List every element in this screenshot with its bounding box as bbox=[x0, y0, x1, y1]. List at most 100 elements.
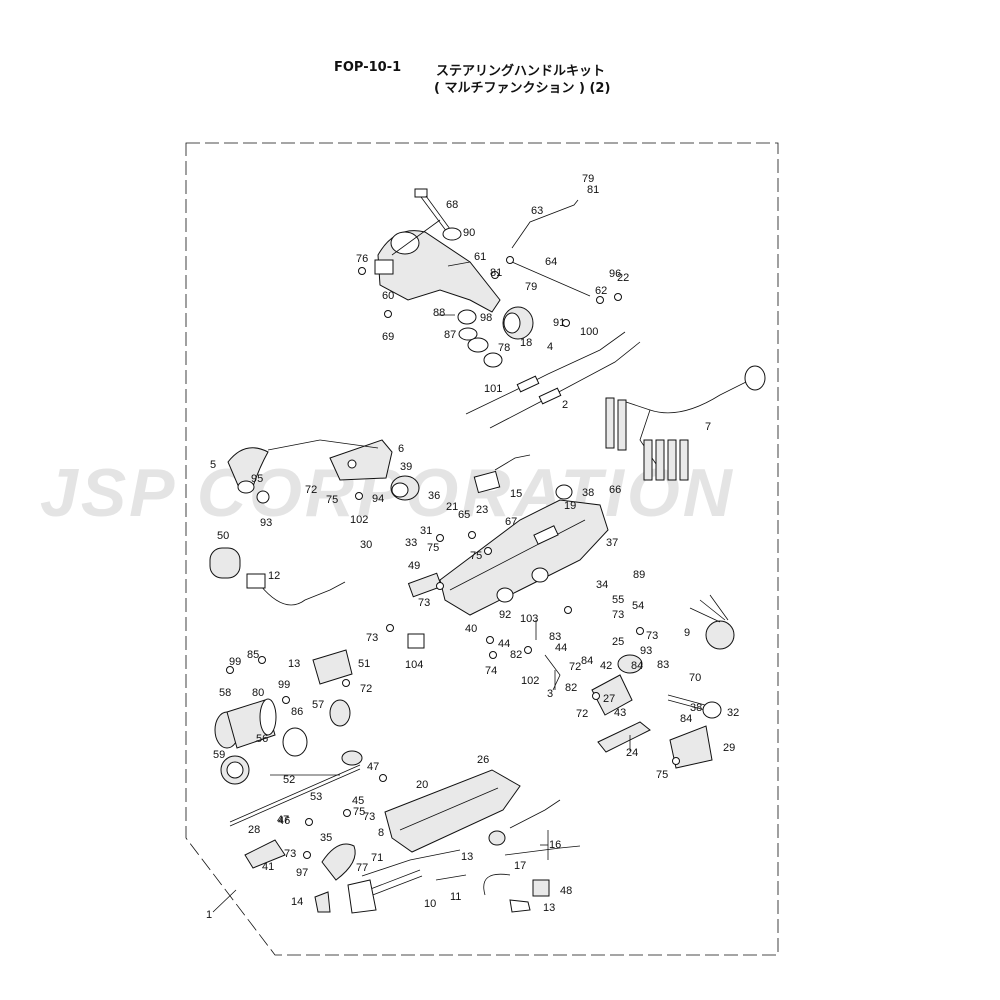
part-number-label: 47 bbox=[367, 761, 379, 773]
page-header: FOP-10-1 ステアリングハンドルキット ( マルチファンクション ) (2… bbox=[0, 58, 1000, 98]
part-number-label: 89 bbox=[633, 569, 645, 581]
fastener-mark bbox=[468, 531, 476, 539]
handle-grip-19 bbox=[502, 306, 534, 340]
part-number-label: 62 bbox=[595, 285, 607, 297]
part-number-label: 70 bbox=[689, 672, 701, 684]
part-number-label: 81 bbox=[490, 267, 502, 279]
cable-4 bbox=[465, 331, 626, 415]
part-number-label: 79 bbox=[525, 281, 537, 293]
boot-97 bbox=[321, 843, 356, 881]
part-number-label: 28 bbox=[248, 824, 260, 836]
part-number-label: 37 bbox=[606, 537, 618, 549]
part-number-label: 97 bbox=[296, 867, 308, 879]
assembly-outline bbox=[185, 142, 779, 956]
part-number-label: 67 bbox=[505, 516, 517, 528]
part-number-label: 73 bbox=[363, 811, 375, 823]
frame-bracket bbox=[347, 879, 377, 914]
switch-40 bbox=[390, 475, 420, 501]
grip-56 bbox=[282, 727, 308, 757]
washer-87 bbox=[458, 327, 478, 341]
plate-49 bbox=[407, 572, 443, 598]
part-number-label: 76 bbox=[356, 253, 368, 265]
fastener-mark bbox=[636, 627, 644, 635]
part-number-label: 38 bbox=[582, 487, 594, 499]
part-number-label: 84 bbox=[631, 660, 643, 672]
part-number-label: 100 bbox=[580, 326, 598, 338]
part-number-label: 64 bbox=[545, 256, 557, 268]
harness-7 bbox=[605, 365, 766, 481]
part-number-label: 42 bbox=[600, 660, 612, 672]
part-number-label: 84 bbox=[581, 655, 593, 667]
part-number-label: 51 bbox=[358, 658, 370, 670]
fastener-mark bbox=[592, 692, 600, 700]
part-number-label: 44 bbox=[498, 638, 510, 650]
part-number-label: 54 bbox=[632, 600, 644, 612]
part-number-label: 11 bbox=[450, 891, 461, 903]
part-number-label: 4 bbox=[547, 341, 553, 353]
part-number-label: 90 bbox=[463, 227, 475, 239]
part-number-label: 95 bbox=[251, 473, 263, 485]
part-number-label: 58 bbox=[219, 687, 231, 699]
fastener-mark bbox=[258, 656, 266, 664]
fastener-mark bbox=[484, 547, 492, 555]
cable-2 bbox=[489, 341, 641, 429]
fastener-mark bbox=[355, 492, 363, 500]
part-number-label: 48 bbox=[560, 885, 572, 897]
part-number-label: 102 bbox=[521, 675, 539, 687]
fastener-mark bbox=[379, 774, 387, 782]
part-number-label: 72 bbox=[569, 661, 581, 673]
sleeve-52 bbox=[341, 750, 363, 766]
part-number-label: 20 bbox=[416, 779, 428, 791]
rod-29 bbox=[229, 764, 361, 823]
part-number-label: 30 bbox=[360, 539, 372, 551]
fastener-mark bbox=[491, 271, 499, 279]
cable-12 bbox=[246, 573, 346, 606]
part-number-label: 7 bbox=[705, 421, 711, 433]
part-number-label: 87 bbox=[444, 329, 456, 341]
part-number-label: 53 bbox=[310, 791, 322, 803]
diagram-subtitle: ( マルチファンクション ) (2) bbox=[434, 81, 611, 96]
fastener-mark bbox=[305, 818, 313, 826]
grip-43 bbox=[617, 654, 643, 674]
part-number-label: 10 bbox=[424, 898, 436, 910]
part-number-label: 24 bbox=[626, 747, 638, 759]
ring-98 bbox=[457, 309, 477, 325]
clip-15 bbox=[314, 891, 331, 913]
part-number-label: 83 bbox=[657, 659, 669, 671]
fastener-mark bbox=[342, 679, 350, 687]
bracket-61 bbox=[374, 230, 501, 313]
fastener-mark bbox=[596, 296, 604, 304]
pivot-3 bbox=[544, 654, 561, 691]
ring-55 bbox=[220, 755, 250, 785]
part-number-label: 71 bbox=[371, 852, 383, 864]
part-number-label: 23 bbox=[476, 504, 488, 516]
part-number-label: 9 bbox=[684, 627, 690, 639]
fastener-mark bbox=[343, 809, 351, 817]
washer-90 bbox=[442, 227, 462, 241]
fastener-mark bbox=[386, 624, 394, 632]
part-number-label: 75 bbox=[656, 769, 668, 781]
harness-17 bbox=[488, 799, 581, 856]
part-number-label: 63 bbox=[531, 205, 543, 217]
cable-11 bbox=[483, 873, 511, 896]
part-number-label: 40 bbox=[465, 623, 477, 635]
part-number-label: 103 bbox=[520, 613, 538, 625]
cover-13b bbox=[509, 899, 531, 913]
part-number-label: 22 bbox=[617, 272, 629, 284]
part-number-label: 50 bbox=[217, 530, 229, 542]
part-number-label: 34 bbox=[596, 579, 608, 591]
part-number-label: 36 bbox=[428, 490, 440, 502]
part-number-label: 26 bbox=[477, 754, 489, 766]
part-number-label: 13 bbox=[461, 851, 473, 863]
part-number-label: 72 bbox=[305, 484, 317, 496]
part-number-label: 17 bbox=[514, 860, 526, 872]
collar-51 bbox=[312, 649, 353, 685]
part-number-label: 73 bbox=[612, 609, 624, 621]
part-number-label: 96 bbox=[609, 268, 621, 280]
part-number-label: 73 bbox=[646, 630, 658, 642]
washer-95 bbox=[256, 490, 270, 504]
part-number-label: 8 bbox=[378, 827, 384, 839]
part-number-label: 35 bbox=[320, 832, 332, 844]
part-number-label: 93 bbox=[260, 517, 272, 529]
part-number-label: 69 bbox=[382, 331, 394, 343]
